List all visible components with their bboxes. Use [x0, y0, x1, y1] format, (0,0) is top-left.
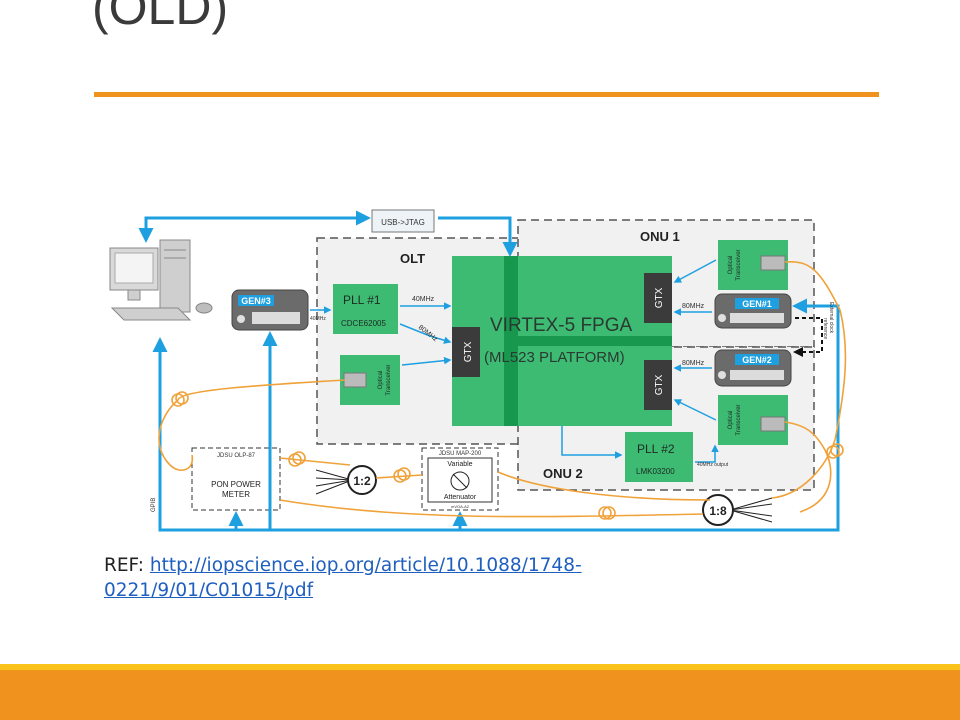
svg-text:40MHz: 40MHz [310, 316, 326, 322]
svg-text:PON POWER: PON POWER [211, 480, 261, 489]
svg-text:GPIB: GPIB [151, 498, 157, 512]
pll2-block [625, 432, 693, 482]
gen1-device: GEN#1 [714, 293, 792, 329]
slide-title: (OLD) [92, 0, 229, 35]
title-underline [94, 92, 879, 97]
transceiver-onu1-to-gtx [673, 259, 717, 283]
transceiver-olt-to-gtx [401, 356, 452, 366]
pll2-output [695, 444, 719, 463]
svg-text:USB->JTAG: USB->JTAG [381, 218, 425, 227]
svg-text:JDSU OLP-87: JDSU OLP-87 [217, 453, 256, 459]
svg-text:JDSU MAP-200: JDSU MAP-200 [439, 451, 482, 457]
svg-text:Transceiver: Transceiver [386, 364, 392, 395]
svg-text:Optical: Optical [728, 256, 734, 275]
svg-text:GEN#2: GEN#2 [742, 355, 772, 365]
svg-text:External clock: External clock [828, 302, 834, 334]
svg-text:1:8: 1:8 [709, 504, 727, 518]
fiber-olt-loop [158, 379, 346, 471]
svg-text:Transceiver: Transceiver [736, 404, 742, 435]
svg-text:80MHz: 80MHz [682, 360, 705, 367]
onu2-label: ONU 2 [543, 466, 583, 481]
gen2-device: GEN#2 [714, 349, 792, 387]
svg-text:Variable: Variable [447, 461, 472, 468]
pll1-to-gtx-80 [399, 323, 452, 344]
fpga-label: VIRTEX-5 FPGA [490, 315, 633, 336]
transceiver-onu2-to-gtx [673, 399, 717, 421]
fiber-onu2-loop [784, 421, 832, 513]
svg-text:GEN#1: GEN#1 [742, 299, 772, 309]
gtx-onu2 [644, 360, 672, 410]
optical-transceiver-onu2: Optical Transceiver [718, 395, 788, 445]
fiber-onu1-loop [771, 260, 847, 499]
optical-transceiver-olt: Optical Transceiver [340, 355, 400, 405]
svg-text:GTX: GTX [463, 341, 474, 362]
footer-bar [0, 670, 960, 720]
fpga-to-pll2 [561, 426, 623, 459]
pon-power-meter: JDSU OLP-87 PON POWER METER [191, 447, 281, 511]
svg-text:Transceiver: Transceiver [736, 249, 742, 280]
svg-text:reference: reference [822, 318, 828, 339]
onu1-label: ONU 1 [640, 229, 680, 244]
olt-label: OLT [400, 251, 425, 266]
svg-text:40MHz output: 40MHz output [697, 462, 729, 468]
footer-accent-line [0, 664, 960, 670]
optical-transceiver-onu1: Optical Transceiver [718, 240, 788, 290]
usb-link-left [138, 210, 371, 243]
svg-text:Attenuator: Attenuator [444, 494, 477, 501]
fiber-splitter-lower [279, 499, 704, 518]
usb-jtag-box [371, 209, 435, 233]
external-clock-line [793, 317, 823, 357]
splitter-1-8: 1:8 [702, 494, 773, 526]
svg-text:mVOA-A2: mVOA-A2 [451, 504, 470, 509]
gpib-bus [152, 298, 840, 532]
fiber-from-attenuator [497, 471, 711, 501]
svg-text:40MHz: 40MHz [412, 296, 435, 303]
svg-text:GTX: GTX [654, 374, 665, 395]
setup-diagram: VIRTEX-5 FPGA (ML523 PLATFORM) GTX GTX G… [109, 209, 847, 532]
svg-text:PLL #1: PLL #1 [343, 293, 381, 307]
svg-text:1:2: 1:2 [353, 474, 371, 488]
svg-text:METER: METER [222, 490, 250, 499]
svg-text:GEN#3: GEN#3 [241, 296, 271, 306]
svg-text:80MHz: 80MHz [682, 303, 705, 310]
fpga-platform-label: (ML523 PLATFORM) [484, 349, 625, 366]
fiber-to-meter [279, 457, 351, 466]
reference-link[interactable]: http://iopscience.iop.org/article/10.108… [104, 555, 582, 601]
fpga-split-horizontal [504, 336, 672, 346]
svg-text:Optical: Optical [378, 371, 384, 390]
splitter-1-2: 1:2 [315, 465, 377, 495]
svg-text:Optical: Optical [728, 411, 734, 430]
reference-text: REF: http://iopscience.iop.org/article/1… [104, 553, 664, 603]
svg-text:LMK03200: LMK03200 [636, 467, 675, 476]
variable-attenuator: JDSU MAP-200 Variable Attenuator mVOA-A2 [421, 447, 499, 511]
gen3-device: GEN#3 [231, 289, 309, 331]
reference-prefix: REF: [104, 555, 150, 576]
svg-text:GTX: GTX [654, 287, 665, 308]
computer-icon [109, 239, 213, 321]
svg-text:CDCE62005: CDCE62005 [341, 319, 386, 328]
usb-link-right [438, 216, 518, 257]
svg-text:PLL #2: PLL #2 [637, 442, 675, 456]
